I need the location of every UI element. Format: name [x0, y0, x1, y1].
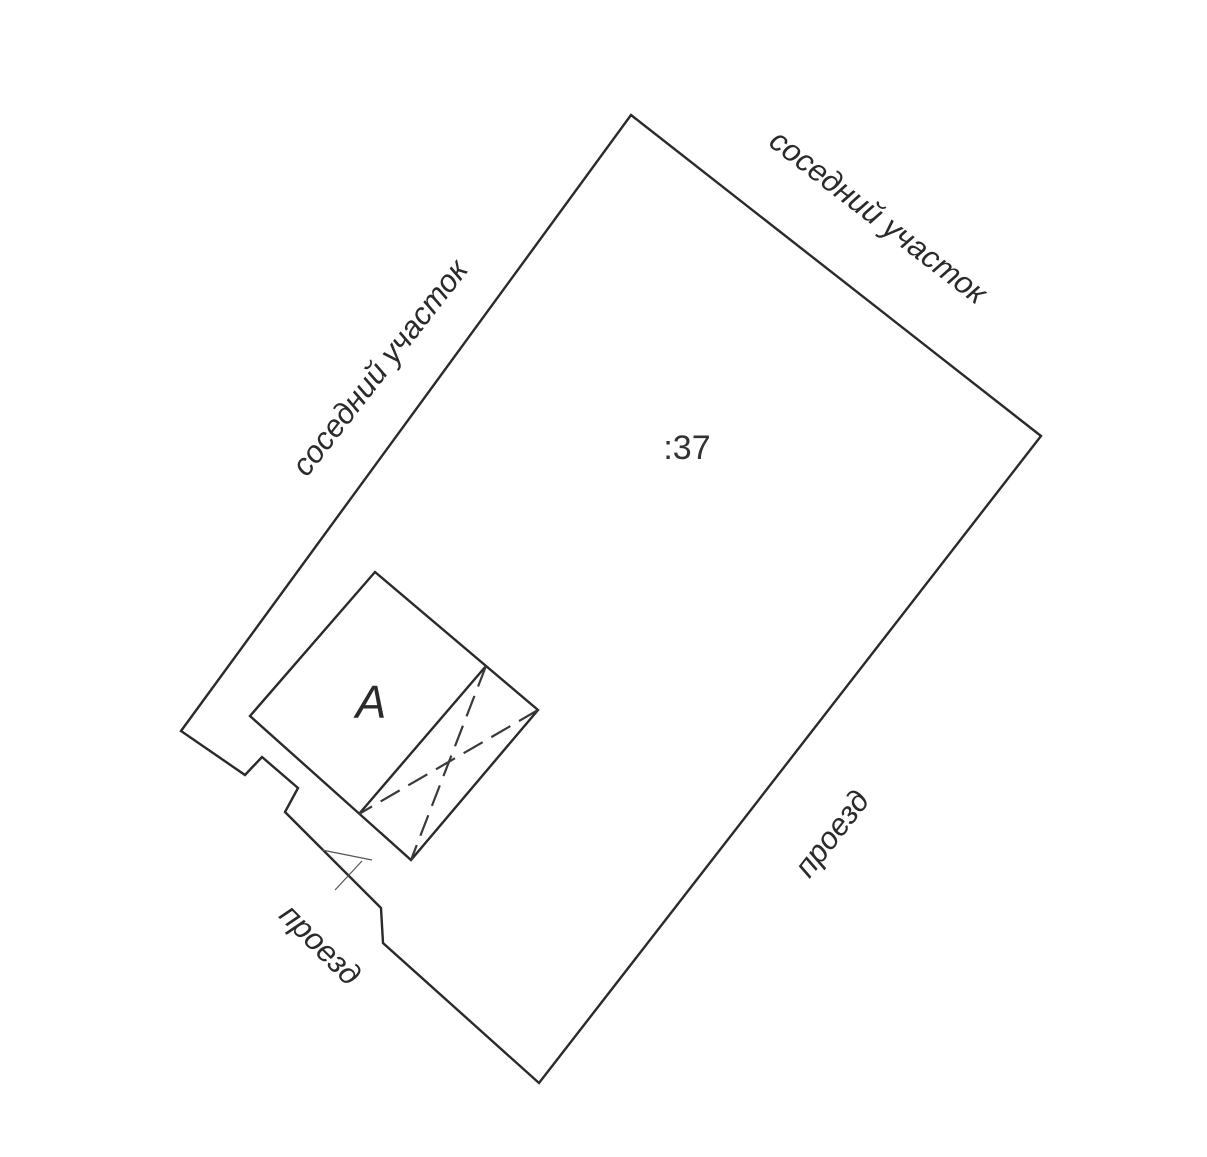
entrance-tick-2	[334, 860, 363, 891]
plot-boundary	[179, 113, 1043, 1085]
neighbor-top-label: соседний участок	[763, 122, 995, 311]
building-section-divider	[358, 665, 487, 815]
crossed-section-diagonal-2	[358, 709, 539, 815]
building-a-outline	[248, 570, 540, 862]
entrance-tick-1	[321, 849, 373, 861]
passage-right-label: проезд	[787, 784, 876, 884]
passage-bottom-label: проезд	[273, 897, 368, 992]
building-a-label: А	[353, 676, 387, 728]
plot-number-label: :37	[663, 429, 710, 467]
